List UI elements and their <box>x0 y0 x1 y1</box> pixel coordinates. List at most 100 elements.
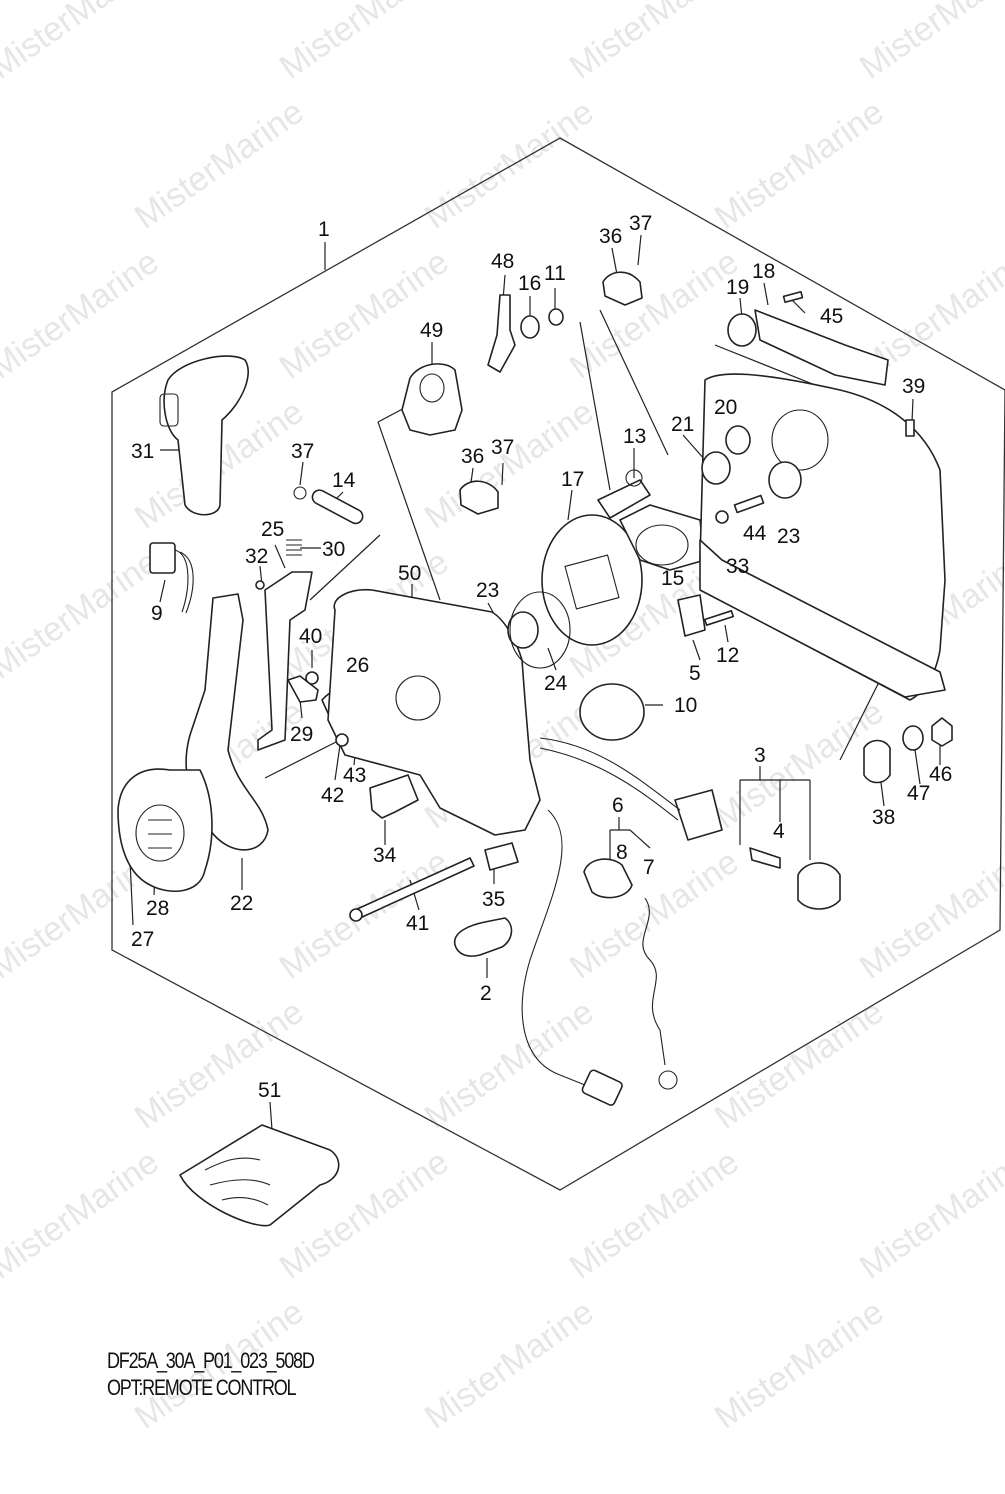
part-31-grip <box>163 355 250 516</box>
callout-51: 51 <box>258 1079 281 1102</box>
part-14-pin <box>311 489 364 525</box>
part-case-rail <box>699 539 946 698</box>
part-16-washer <box>520 315 540 339</box>
part-11-washer <box>548 308 564 326</box>
callout-43: 43 <box>343 764 366 787</box>
diagram-title: OPT:REMOTE CONTROL <box>107 1375 297 1400</box>
callout-16: 16 <box>518 272 541 295</box>
part-2-plate <box>454 917 513 957</box>
watermark-text-1: MisterMarine <box>273 0 456 87</box>
watermark-text-0: MisterMarine <box>0 0 166 87</box>
callout-20: 20 <box>714 396 737 419</box>
callout-32: 32 <box>245 545 268 568</box>
part-21-cam <box>701 451 731 485</box>
callout-37b: 37 <box>291 440 314 463</box>
callout-36a: 36 <box>599 225 622 248</box>
part-30-spring <box>286 539 302 556</box>
callout-46: 46 <box>929 763 952 786</box>
part-44-bolt <box>733 494 765 514</box>
callout-25: 25 <box>261 518 284 541</box>
callout-1: 1 <box>318 218 330 241</box>
callout-7: 7 <box>643 856 655 879</box>
part-connector <box>581 1069 623 1106</box>
part-36-joint <box>602 271 643 306</box>
callout-13: 13 <box>623 425 646 448</box>
callout-2: 2 <box>480 982 492 1005</box>
part-13-shaft <box>597 479 651 519</box>
part-5-switch <box>677 594 706 637</box>
callout-21: 21 <box>671 413 694 436</box>
part-46-nut <box>931 717 953 747</box>
callout-23b: 23 <box>777 525 800 548</box>
callout-40: 40 <box>299 625 322 648</box>
part-49-bracket <box>401 363 463 436</box>
part-24-ring <box>509 591 571 669</box>
part-7-lanyard <box>642 897 666 1066</box>
watermark-text-28: MisterMarine <box>0 1143 166 1287</box>
callout-37a: 37 <box>629 212 652 235</box>
diagram-code: DF25A_30A_P01_023_508D <box>107 1348 315 1373</box>
callout-15: 15 <box>661 567 684 590</box>
watermark-text-2: MisterMarine <box>563 0 746 87</box>
assembly-frame <box>111 137 1005 1191</box>
watermark-text-33: MisterMarine <box>418 1293 601 1437</box>
callout-11: 11 <box>544 262 566 285</box>
part-23b-bushing <box>768 461 802 499</box>
callout-9: 9 <box>151 602 163 625</box>
callout-4: 4 <box>773 820 785 843</box>
callout-35: 35 <box>482 888 505 911</box>
callout-48: 48 <box>491 250 514 273</box>
callout-44: 44 <box>743 522 767 545</box>
part-32-screw <box>255 580 265 590</box>
part-34-clip <box>369 774 419 819</box>
watermark-text-4: MisterMarine <box>128 93 311 237</box>
callout-19: 19 <box>726 276 749 299</box>
part-35-clip <box>484 842 519 871</box>
watermark-text-26: MisterMarine <box>418 993 601 1137</box>
part-47-washer <box>902 725 924 751</box>
watermark-text-25: MisterMarine <box>128 993 311 1137</box>
callout-28: 28 <box>146 897 169 920</box>
callout-8: 8 <box>616 841 628 864</box>
part-51-bag <box>179 1124 340 1227</box>
callout-36b: 36 <box>461 445 484 468</box>
part-42-screw <box>335 733 349 747</box>
part-48-link <box>487 294 516 373</box>
callout-6: 6 <box>612 794 624 817</box>
callout-41: 41 <box>406 912 429 935</box>
callout-23a: 23 <box>476 579 499 602</box>
callout-45: 45 <box>820 305 843 328</box>
callout-39: 39 <box>902 375 925 398</box>
callout-3: 3 <box>754 744 766 767</box>
callout-26: 26 <box>346 654 369 677</box>
part-18-bar <box>754 309 889 386</box>
part-39-screw <box>905 419 915 437</box>
callout-12: 12 <box>716 644 739 667</box>
watermark-text-7: MisterMarine <box>0 243 166 387</box>
callout-27: 27 <box>131 928 154 951</box>
callout-42: 42 <box>321 784 344 807</box>
part-4-key <box>749 847 781 869</box>
callout-17: 17 <box>561 468 584 491</box>
watermark-text-34: MisterMarine <box>708 1293 891 1437</box>
watermark-text-9: MisterMarine <box>563 243 746 387</box>
part-9-switch <box>149 542 176 574</box>
callout-33: 33 <box>726 555 749 578</box>
watermark-text-5: MisterMarine <box>418 93 601 237</box>
part-12-screw <box>703 610 735 626</box>
callout-labels: 1 2 3 4 5 6 7 8 9 10 11 12 13 14 15 16 1… <box>131 212 952 1102</box>
callout-10: 10 <box>674 694 697 717</box>
callout-50: 50 <box>398 562 421 585</box>
part-29-plate <box>287 675 319 703</box>
part-36b-joint <box>459 480 499 515</box>
callout-49: 49 <box>420 319 443 342</box>
part-19-seal <box>727 313 757 347</box>
callout-24: 24 <box>544 672 568 695</box>
watermark-text-27: MisterMarine <box>708 993 891 1137</box>
watermark-text-3: MisterMarine <box>853 0 1005 87</box>
watermark-text-31: MisterMarine <box>853 1143 1005 1287</box>
part-20-ring <box>725 425 751 455</box>
callout-30: 30 <box>322 538 345 561</box>
part-23-bushing <box>507 611 539 649</box>
